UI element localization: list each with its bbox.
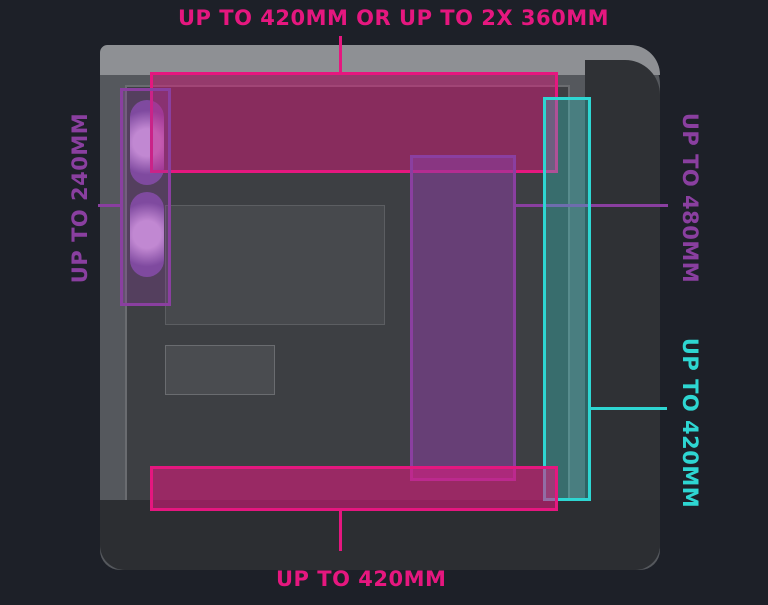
top-label: UP TO 420MM OR UP TO 2X 360MM (178, 6, 610, 30)
bottom-leader-line (339, 511, 342, 551)
bottom-label: UP TO 420MM (276, 567, 447, 591)
right-upper-leader-line (516, 204, 668, 207)
case-front-panel (585, 60, 660, 565)
side-radiator-zone (410, 155, 516, 481)
left-label: UP TO 240MM (68, 112, 92, 284)
case-base (100, 500, 660, 570)
front-radiator-zone (543, 97, 591, 501)
right-upper-label: UP TO 480MM (678, 112, 702, 284)
top-leader-line (339, 36, 342, 72)
spec-label-plate (165, 345, 275, 395)
case-top-panel (100, 45, 660, 75)
rear-radiator-zone (120, 88, 171, 306)
left-leader-line (98, 204, 120, 207)
motherboard-tray (165, 205, 385, 325)
rear-fan-icon (130, 192, 164, 277)
right-lower-label: UP TO 420MM (678, 337, 702, 509)
bottom-radiator-zone (150, 466, 558, 511)
right-lower-leader-line (591, 407, 667, 410)
